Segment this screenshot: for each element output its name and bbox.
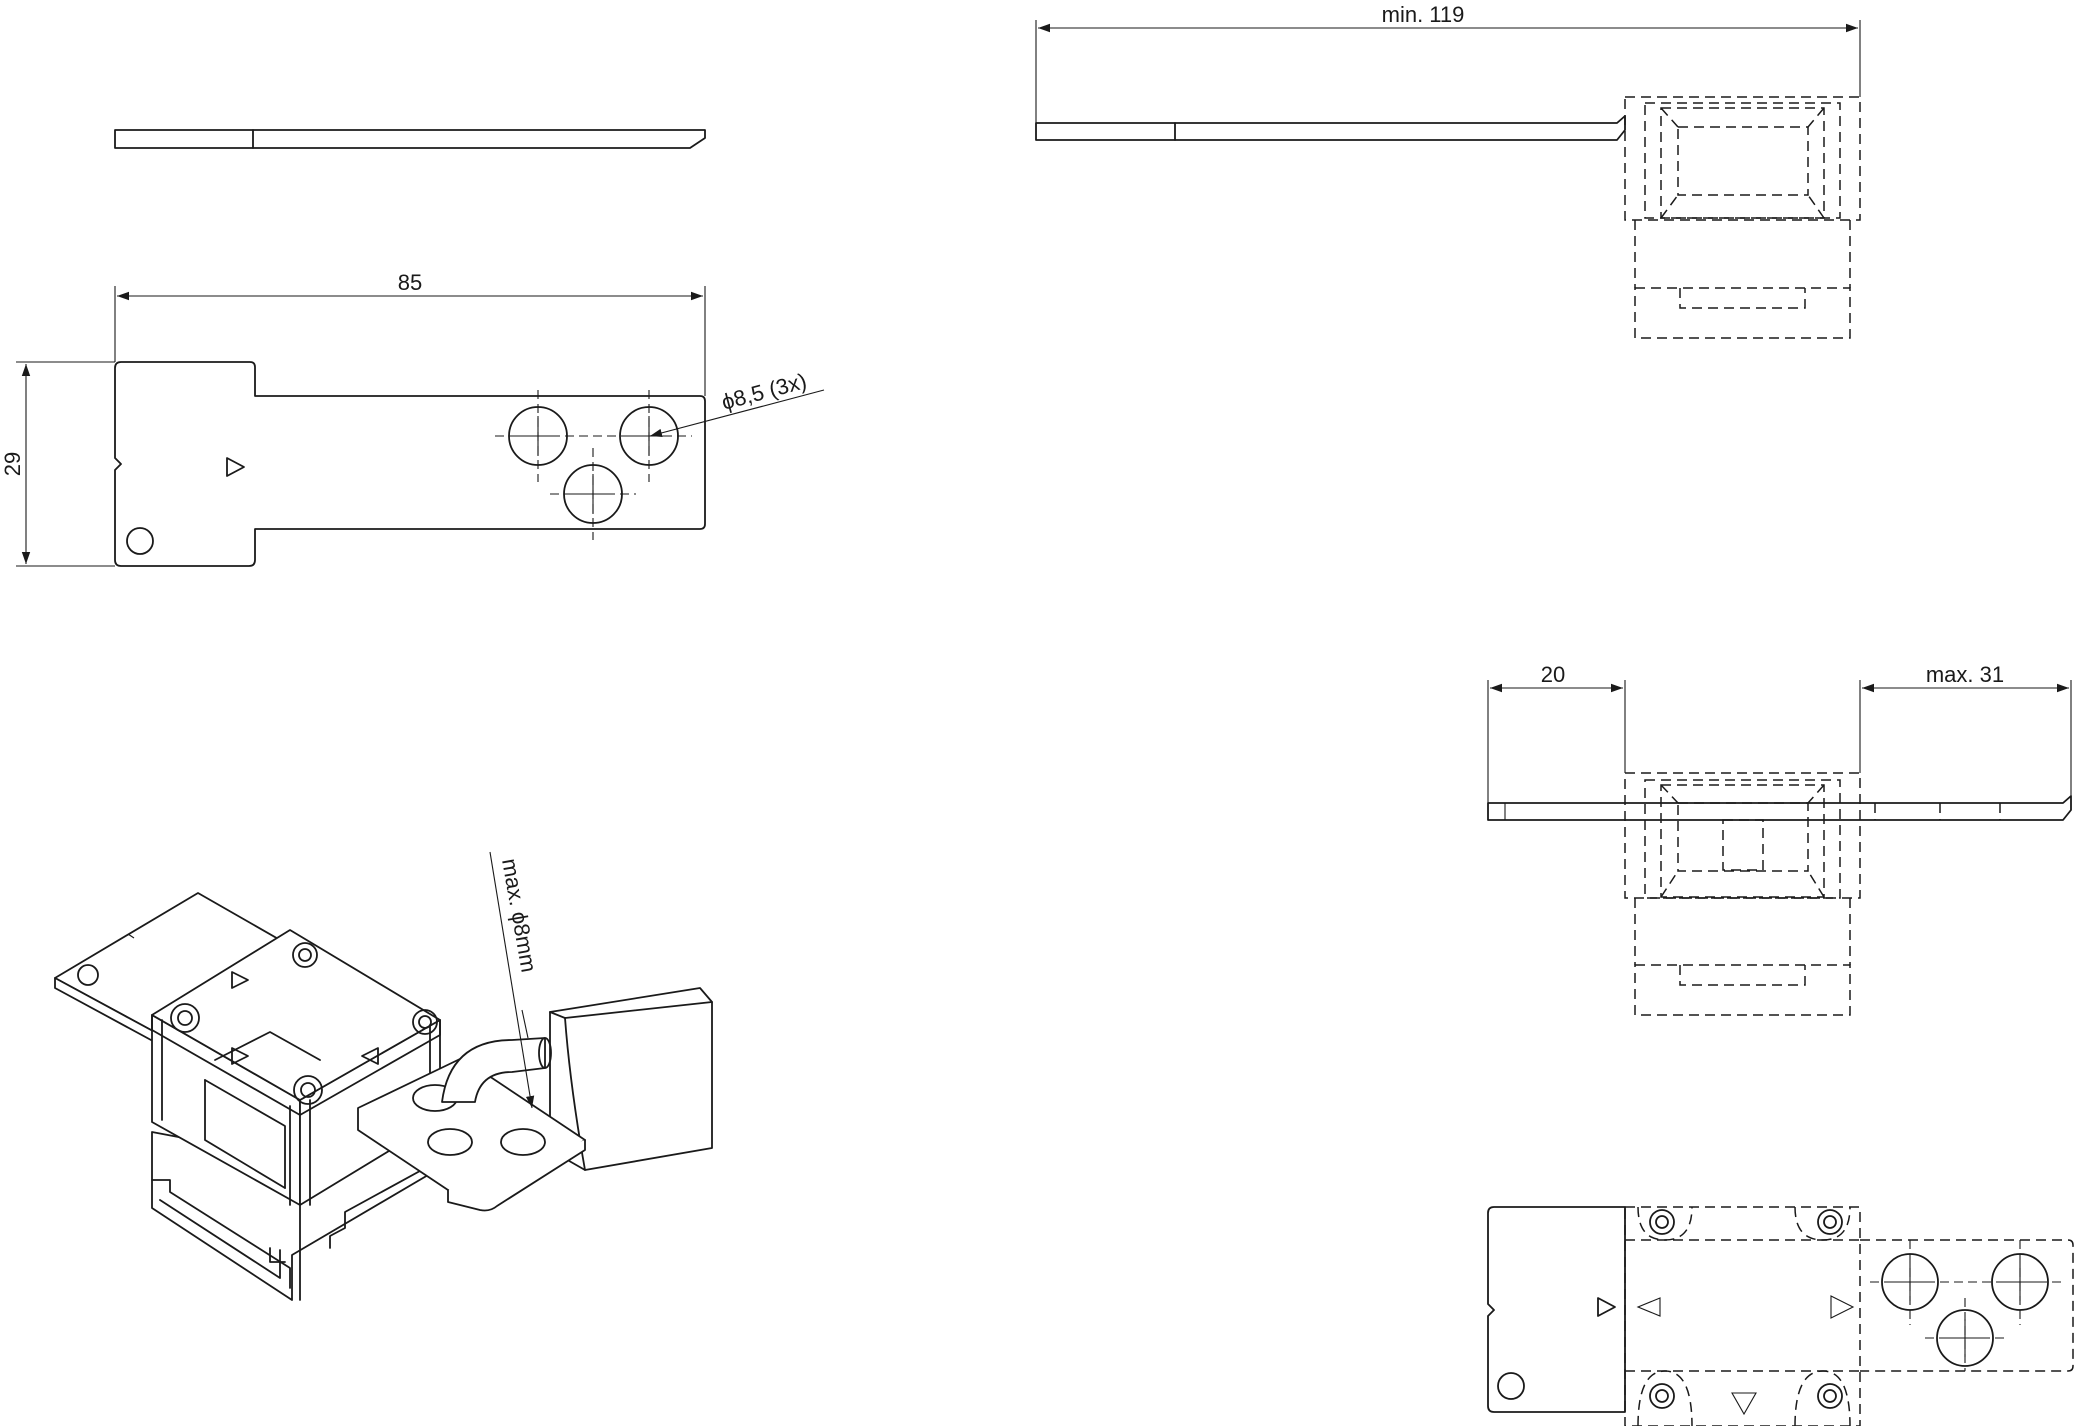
bracket-top-view: 85 29 ϕ8,5 (3x) [0, 270, 825, 567]
actuator-head [549, 987, 713, 1171]
assembly-side-view: min. 119 [1035, 2, 1861, 339]
bracket-side-view [114, 129, 706, 149]
assembly-front-view: 20 max. 31 [1487, 662, 2072, 1016]
bracket-right-plate [357, 1057, 586, 1212]
isometric-assembly-view: max. ϕ8mm [54, 851, 713, 1301]
dim-offset-left-label: 20 [1541, 662, 1565, 687]
assembly-top-view [1487, 1206, 2074, 1426]
screw-head [1649, 1383, 1675, 1409]
switch-head-dashed [1624, 772, 1861, 1016]
screw-head [1649, 1209, 1675, 1235]
screw-head [1817, 1383, 1843, 1409]
dim-offset-right-label: max. 31 [1926, 662, 2004, 687]
bracket-left-plate [54, 892, 316, 1054]
dim-min-length-label: min. 119 [1382, 2, 1465, 27]
switch-head-dashed [1624, 96, 1861, 339]
mounting-hole [1936, 1309, 1994, 1367]
cable [441, 1037, 552, 1103]
dim-width-label: 29 [0, 452, 25, 476]
dim-length-label: 85 [398, 270, 422, 295]
screw-head [1817, 1209, 1843, 1235]
dim-holes-label: ϕ8,5 (3x) [719, 368, 809, 415]
dim-cable-label: max. ϕ8mm [497, 857, 542, 975]
